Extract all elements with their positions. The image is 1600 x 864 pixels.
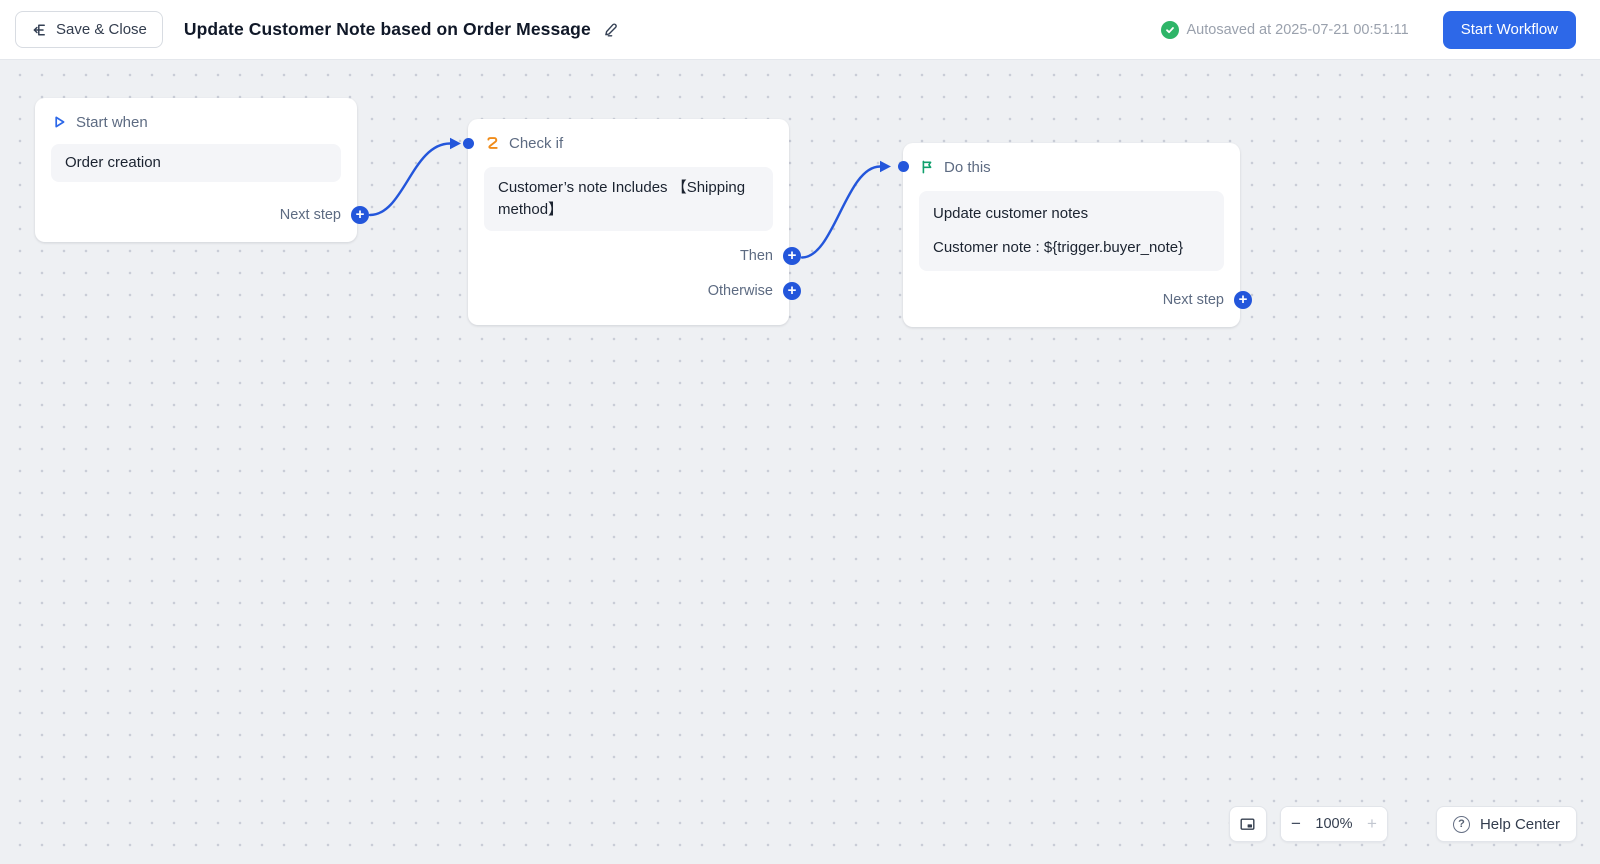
- action-next-step-row: Next step: [919, 289, 1252, 311]
- trigger-card[interactable]: Start when Order creation Next step: [35, 98, 369, 242]
- condition-card[interactable]: Check if Customer’s note Includes 【Shipp…: [463, 119, 801, 325]
- action-header-label: Do this: [944, 158, 991, 176]
- action-card-header: Do this: [919, 157, 1224, 177]
- canvas-controls: − 100% + ? Help Center: [1228, 806, 1577, 842]
- zoom-level: 100%: [1310, 807, 1357, 841]
- otherwise-row: Otherwise: [484, 280, 801, 302]
- add-next-step-button[interactable]: [1234, 291, 1252, 309]
- autosave-text: Autosaved at 2025-07-21 00:51:11: [1186, 21, 1409, 38]
- zoom-in-button[interactable]: +: [1356, 807, 1387, 841]
- workflow-title-group: Update Customer Note based on Order Mess…: [184, 19, 620, 40]
- trigger-content-text: Order creation: [65, 154, 161, 171]
- action-content-title: Update customer notes: [933, 205, 1089, 222]
- action-card[interactable]: Do this Update customer notes Customer n…: [898, 143, 1252, 327]
- play-icon: [51, 114, 67, 130]
- add-then-step-button[interactable]: [783, 247, 801, 265]
- otherwise-label: Otherwise: [707, 283, 773, 299]
- then-label: Then: [739, 248, 773, 264]
- add-otherwise-step-button[interactable]: [783, 282, 801, 300]
- condition-card-header: Check if: [484, 133, 773, 153]
- condition-content-text: Customer’s note Includes 【Shipping metho…: [498, 179, 746, 218]
- pencil-icon: [602, 21, 620, 39]
- branch-icon: [484, 135, 500, 151]
- autosave-status: Autosaved at 2025-07-21 00:51:11: [1160, 20, 1409, 39]
- next-step-label: Next step: [1162, 292, 1224, 308]
- trigger-card-header: Start when: [51, 112, 341, 132]
- condition-header-label: Check if: [509, 134, 564, 152]
- connector-arrow-then-to-action: [800, 160, 891, 259]
- fit-view-icon: [1239, 816, 1256, 832]
- page-title: Update Customer Note based on Order Mess…: [183, 19, 591, 39]
- action-content-value: Customer note : ${trigger.buyer_note}: [933, 239, 1184, 256]
- trigger-next-step-row: Next step: [51, 204, 369, 226]
- check-circle-icon: [1160, 20, 1179, 39]
- edit-title-button[interactable]: [602, 21, 620, 39]
- trigger-header-label: Start when: [76, 113, 148, 131]
- exit-left-icon: [31, 22, 47, 38]
- flag-icon: [919, 159, 935, 175]
- workflow-canvas[interactable]: Start when Order creation Next step Chec…: [0, 60, 1600, 863]
- add-next-step-button[interactable]: [351, 206, 369, 224]
- help-center-label: Help Center: [1479, 815, 1560, 833]
- action-content-box[interactable]: Update customer notes Customer note : ${…: [919, 191, 1224, 271]
- next-step-label: Next step: [279, 207, 341, 223]
- condition-content-box[interactable]: Customer’s note Includes 【Shipping metho…: [484, 167, 773, 231]
- help-center-button[interactable]: ? Help Center: [1435, 806, 1577, 842]
- fit-view-button[interactable]: [1228, 806, 1267, 842]
- topbar: Save & Close Update Customer Note based …: [0, 0, 1600, 60]
- trigger-content-box[interactable]: Order creation: [51, 144, 341, 182]
- save-close-button[interactable]: Save & Close: [15, 11, 163, 48]
- input-connector-dot: [463, 138, 474, 149]
- input-connector-dot: [898, 161, 909, 172]
- then-row: Then: [484, 245, 801, 267]
- zoom-control: − 100% +: [1279, 806, 1388, 842]
- topbar-right: Autosaved at 2025-07-21 00:51:11 Start W…: [1160, 10, 1576, 49]
- question-circle-icon: ?: [1452, 815, 1470, 833]
- zoom-out-button[interactable]: −: [1280, 807, 1311, 841]
- start-workflow-button[interactable]: Start Workflow: [1442, 10, 1576, 49]
- connector-arrow-trigger-to-condition: [368, 137, 461, 217]
- save-close-label: Save & Close: [56, 21, 147, 38]
